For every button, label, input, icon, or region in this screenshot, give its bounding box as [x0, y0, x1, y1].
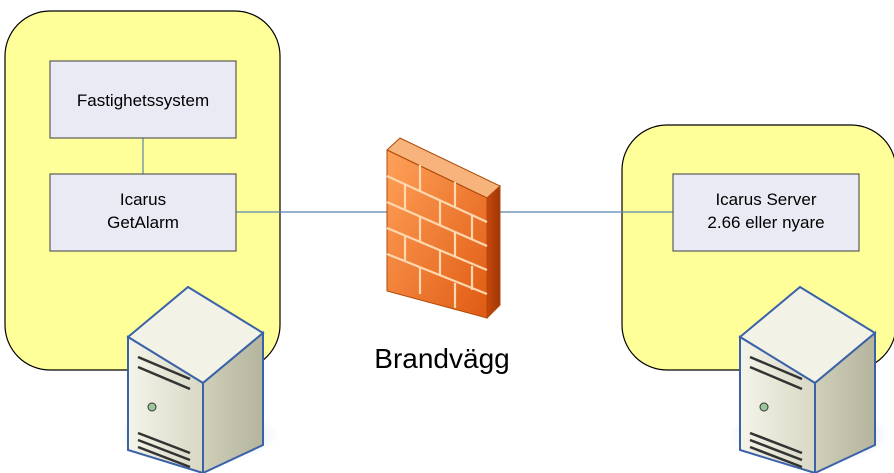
fastighetssystem-box: Fastighetssystem: [49, 60, 237, 139]
server-icon: [730, 285, 890, 473]
getalarm-label-line1: Icarus: [120, 190, 166, 209]
getalarm-label-line2: GetAlarm: [107, 213, 179, 232]
getalarm-box: Icarus GetAlarm: [49, 173, 237, 252]
fastighetssystem-label: Fastighetssystem: [77, 91, 209, 110]
server-icon: [118, 285, 278, 473]
icarus-server-box: Icarus Server 2.66 eller nyare: [672, 173, 860, 252]
icarus-server-label-line1: Icarus Server: [715, 190, 816, 209]
firewall-label: Brandvägg: [374, 343, 509, 374]
firewall-icon: [386, 137, 501, 320]
icarus-server-label-line2: 2.66 eller nyare: [707, 213, 824, 232]
